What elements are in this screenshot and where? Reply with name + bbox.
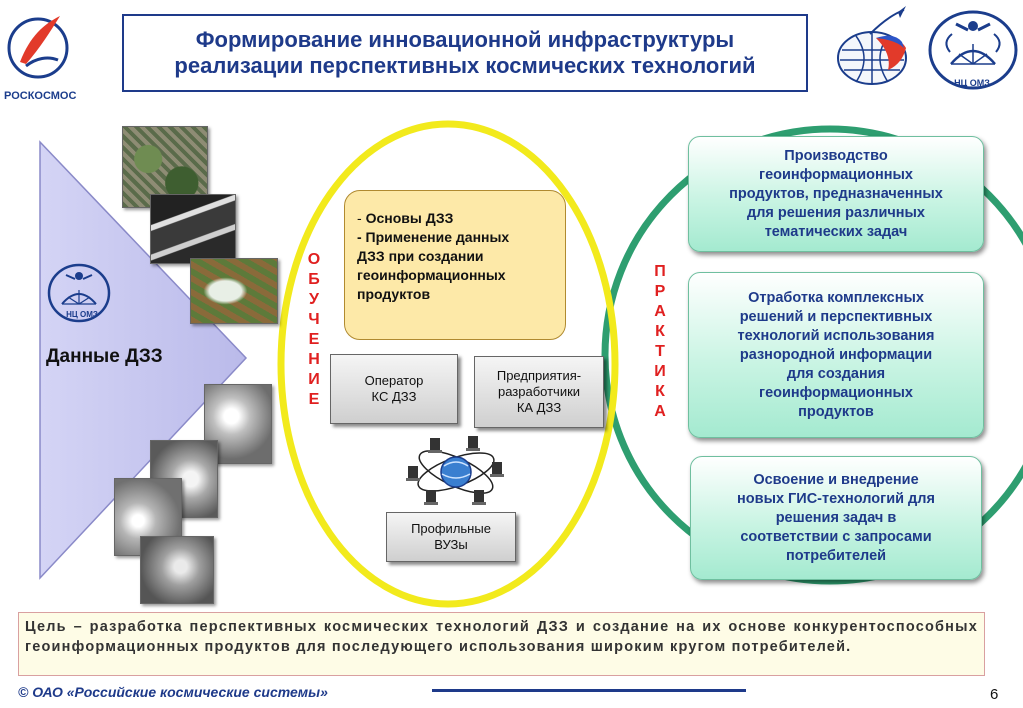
operator-box: Оператор КС ДЗЗ bbox=[330, 354, 458, 424]
roskosmos-logo-text: РОСКОСМОС bbox=[4, 90, 77, 102]
page-title-line-1: Формирование инновационной инфраструктур… bbox=[195, 27, 735, 52]
roskosmos-logo bbox=[6, 6, 70, 90]
developers-box: Предприятия- разработчики КА ДЗЗ bbox=[474, 356, 604, 428]
topic-application: - Применение данных bbox=[357, 229, 510, 245]
practice-box-development: Отработка комплексных решений и перспект… bbox=[688, 272, 984, 438]
data-label: Данные ДЗЗ bbox=[46, 346, 163, 367]
education-topics-box: - Основы ДЗЗ - Применение данных ДЗЗ при… bbox=[344, 190, 566, 340]
page-number: 6 bbox=[990, 686, 999, 703]
education-vertical-label: О Б У Ч Е Н И Е bbox=[307, 251, 321, 408]
topic-basics: Основы ДЗЗ bbox=[365, 210, 454, 226]
practice-ellipse bbox=[601, 125, 1023, 585]
network-globe-icon bbox=[404, 434, 508, 510]
practice-vertical-label: П Р А К Т И К А bbox=[654, 263, 666, 420]
satellite-image-port bbox=[150, 194, 236, 264]
goal-statement: Цель – разработка перспективных космичес… bbox=[18, 612, 985, 676]
nts-omz-logo-small bbox=[46, 262, 112, 324]
title-box: Формирование инновационной инфраструктур… bbox=[122, 14, 808, 92]
satellite-image-radar-4 bbox=[140, 536, 214, 604]
practice-box-gis: Освоение и внедрение новых ГИС-технологи… bbox=[690, 456, 982, 580]
nts-omz-logo bbox=[926, 4, 1020, 94]
copyright: © ОАО «Российские космические системы» bbox=[18, 684, 328, 700]
russia-globe-logo bbox=[832, 4, 922, 94]
data-triangle bbox=[39, 140, 248, 580]
practice-box-production: Производство геоинформационных продуктов… bbox=[688, 136, 984, 252]
education-ellipse bbox=[277, 120, 619, 608]
triangle-logo-text: НЦ ОМЗ bbox=[66, 310, 98, 319]
nts-omz-logo-text: НЦ ОМЗ bbox=[954, 78, 990, 88]
satellite-image-terrain bbox=[190, 258, 278, 324]
page-title-line-2: реализации перспективных космических тех… bbox=[174, 53, 756, 78]
footer-divider bbox=[432, 689, 746, 692]
universities-box: Профильные ВУЗы bbox=[386, 512, 516, 562]
